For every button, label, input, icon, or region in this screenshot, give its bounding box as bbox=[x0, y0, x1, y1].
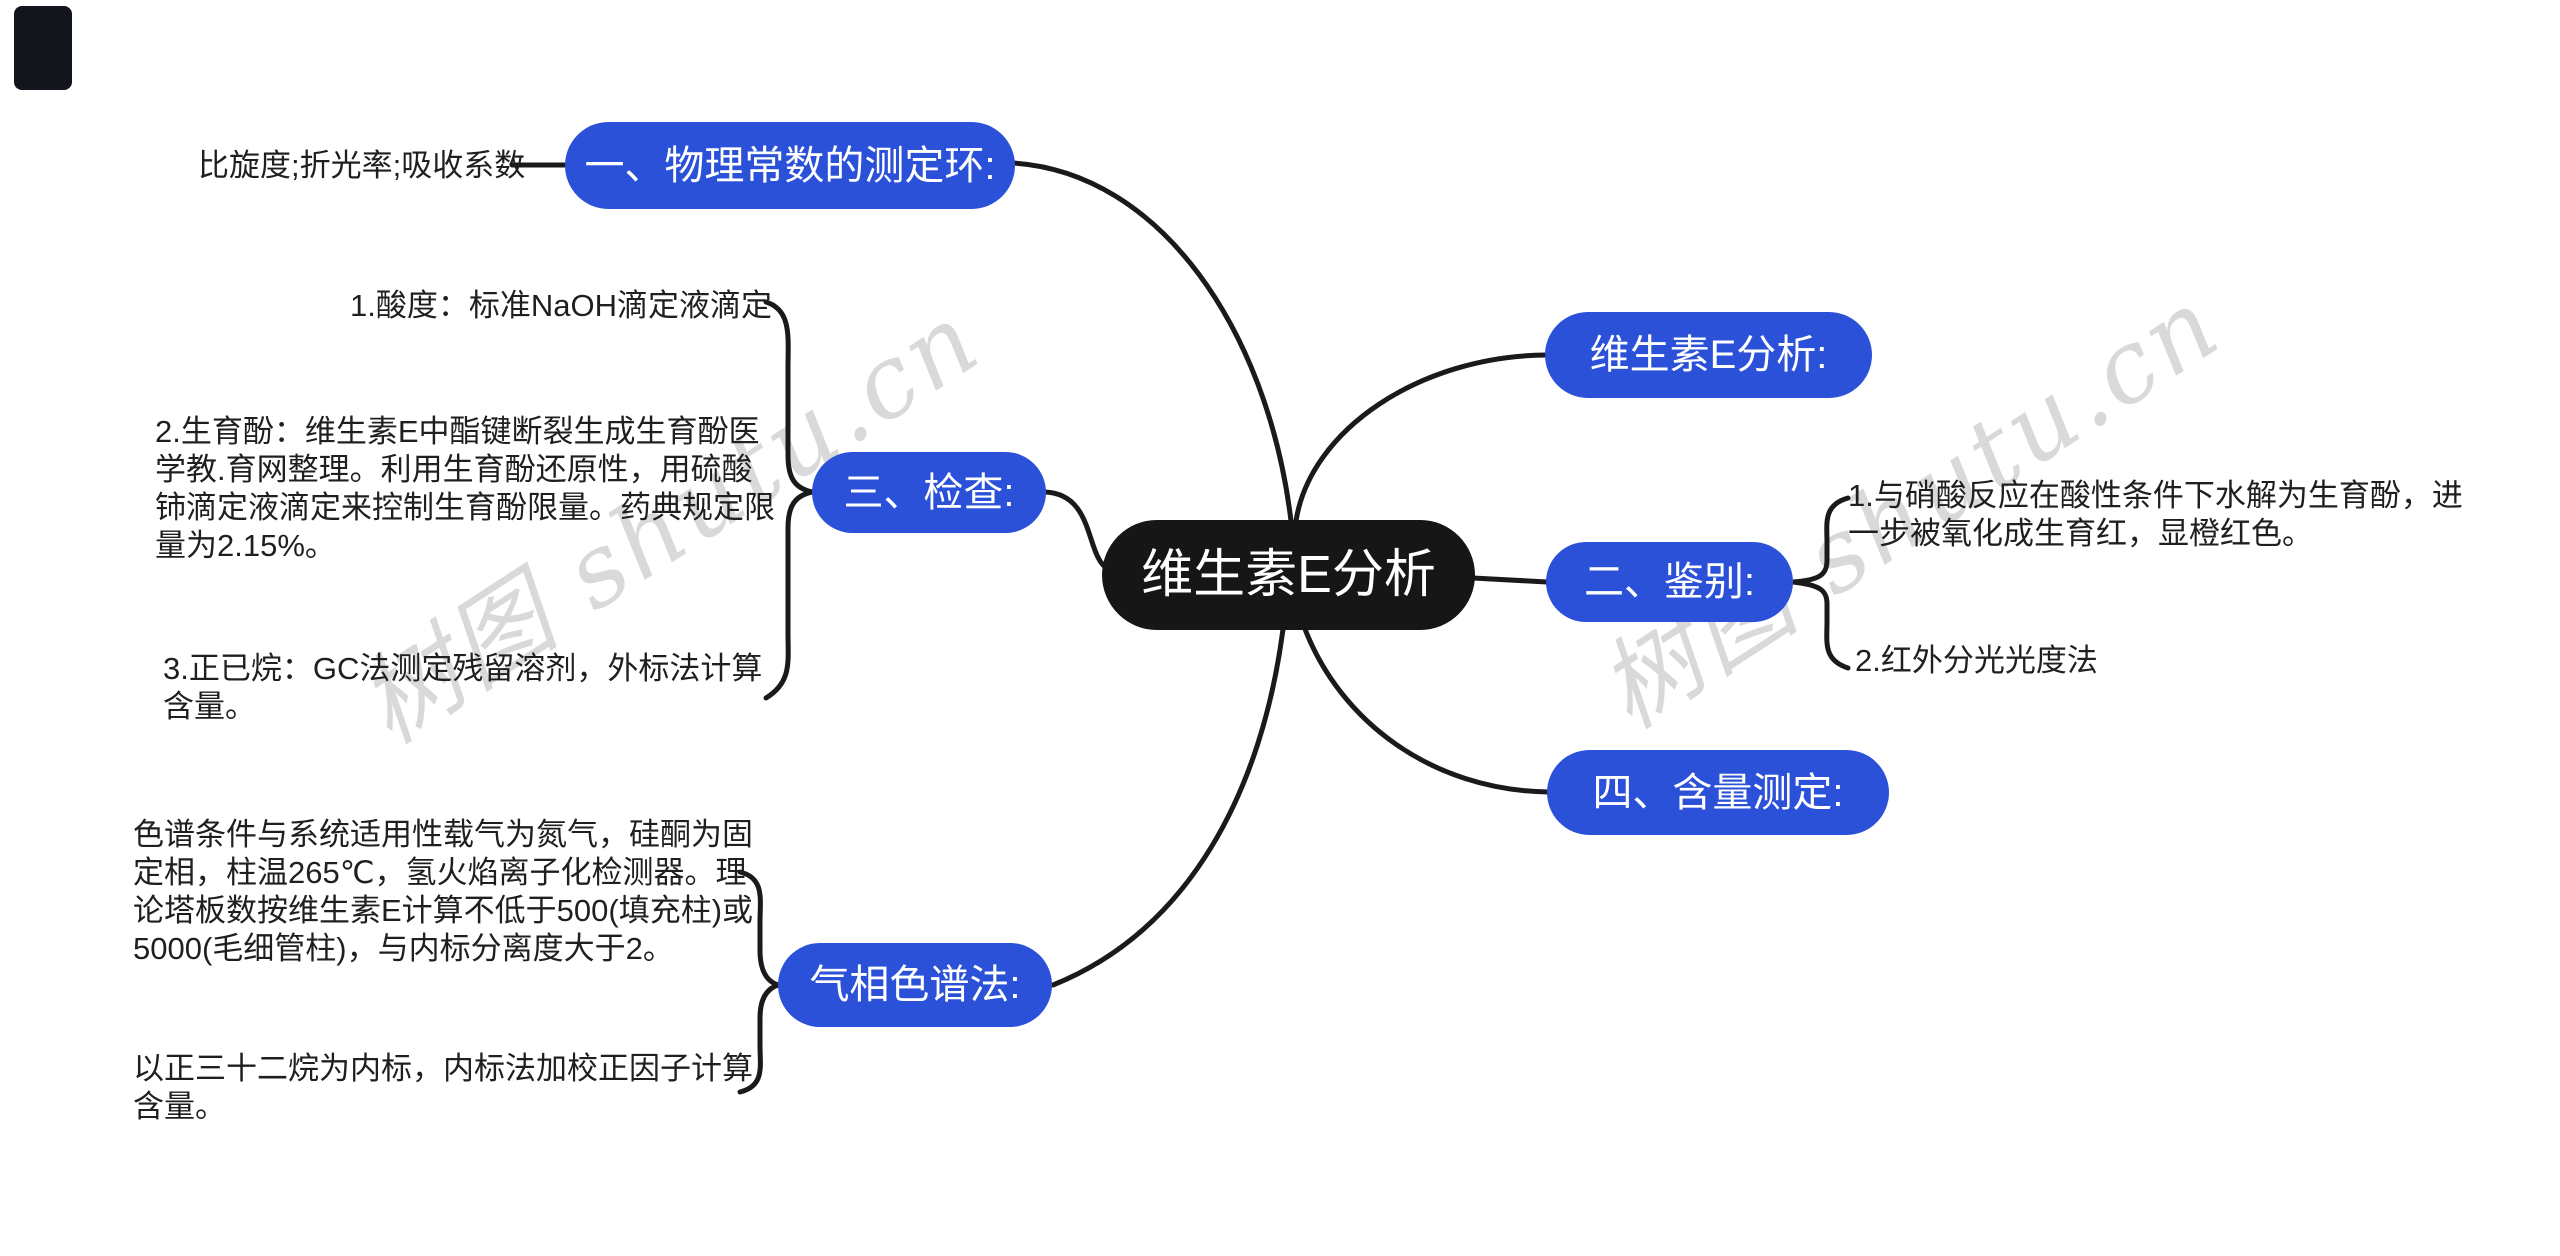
node-vitamin-analysis-label: 维生素E分析: bbox=[1589, 333, 1828, 377]
brace-check bbox=[763, 299, 813, 701]
node-center-label: 维生素E分析 bbox=[1141, 546, 1436, 604]
node-gas-chromatography[interactable]: 气相色谱法: bbox=[778, 943, 1052, 1027]
node-check[interactable]: 三、检查: bbox=[812, 452, 1046, 533]
node-content-determination-label: 四、含量测定: bbox=[1592, 770, 1844, 815]
topic-check-tocopherol[interactable]: 2.生育酚：维生素E中酯键断裂生成生育酚医学教.育网整理。利用生育酚还原性，用硫… bbox=[155, 414, 775, 563]
node-identify[interactable]: 二、鉴别: bbox=[1546, 542, 1793, 622]
edge-center-physical bbox=[1010, 160, 1294, 524]
node-gas-chromatography-label: 气相色谱法: bbox=[809, 963, 1021, 1007]
topic-physical-child[interactable]: 比旋度;折光率;吸收系数 bbox=[198, 148, 526, 183]
topic-identify-nitric-acid[interactable]: 1.与硝酸反应在酸性条件下水解为生育酚，进一步被氧化成生育红，显橙红色。 bbox=[1848, 478, 2463, 551]
node-vitamin-analysis[interactable]: 维生素E分析: bbox=[1545, 312, 1872, 398]
corner-artifact bbox=[14, 6, 72, 90]
node-identify-label: 二、鉴别: bbox=[1583, 560, 1756, 604]
edge-center-content bbox=[1302, 626, 1551, 795]
topic-check-hexane[interactable]: 3.正已烷：GC法测定残留溶剂，外标法计算含量。 bbox=[163, 651, 763, 724]
edge-center-vitamin bbox=[1293, 352, 1549, 524]
node-physical-constants[interactable]: 一、物理常数的测定环: bbox=[565, 122, 1015, 209]
node-content-determination[interactable]: 四、含量测定: bbox=[1547, 750, 1889, 835]
edge-center-gc bbox=[1050, 626, 1286, 988]
topic-check-acidity[interactable]: 1.酸度：标准NaOH滴定液滴定 bbox=[350, 288, 772, 323]
topic-gc-conditions[interactable]: 色谱条件与系统适用性载气为氮气，硅酮为固定相，柱温265℃，氢火焰离子化检测器。… bbox=[133, 817, 754, 966]
topic-gc-internal-standard[interactable]: 以正三十二烷为内标，内标法加校正因子计算含量。 bbox=[133, 1051, 753, 1124]
node-center[interactable]: 维生素E分析 bbox=[1102, 520, 1475, 630]
edge-center-identify bbox=[1470, 575, 1550, 585]
topic-identify-infrared[interactable]: 2.红外分光光度法 bbox=[1855, 643, 2098, 678]
node-check-label: 三、检查: bbox=[843, 470, 1015, 515]
brace-identify bbox=[1792, 495, 1851, 671]
edge-center-check bbox=[1042, 489, 1107, 569]
node-physical-constants-label: 一、物理常数的测定环: bbox=[584, 143, 996, 188]
